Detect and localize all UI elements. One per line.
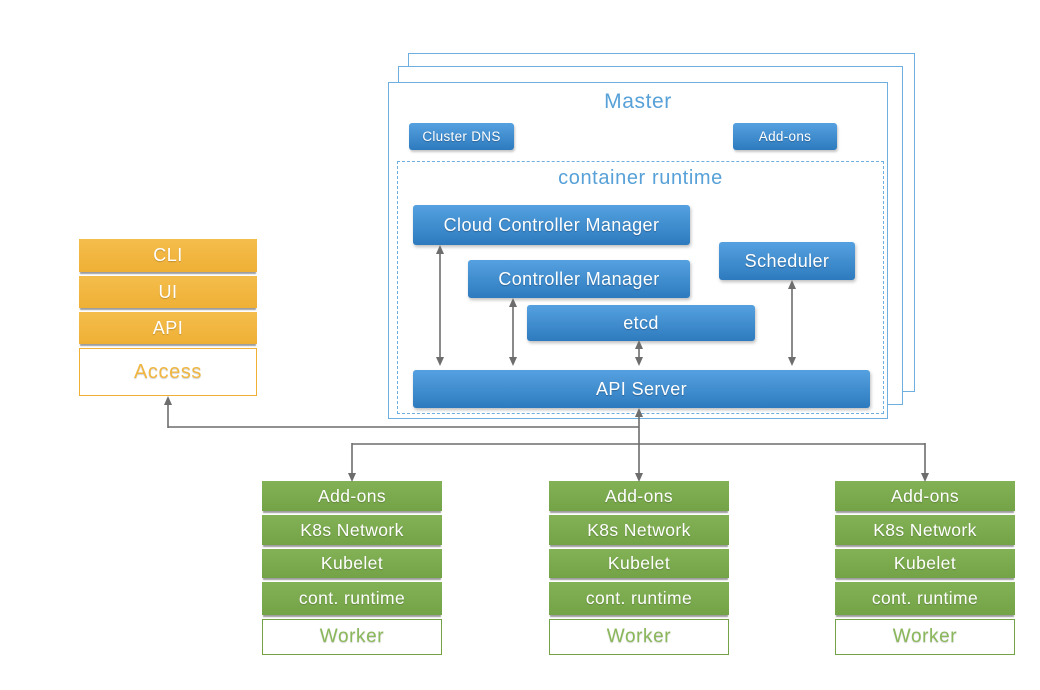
worker-node-1: Add-ons K8s Network Kubelet cont. runtim… [262,481,442,655]
access-item-api: API [79,312,257,344]
controller-manager-box: Controller Manager [468,260,690,298]
access-label-box: Access [79,348,257,396]
container-runtime-group: container runtime Cloud Controller Manag… [397,161,884,414]
arrow-apiserver-worker2 [635,408,643,482]
worker2-k8s-network: K8s Network [549,515,729,545]
etcd-box: etcd [527,305,755,341]
worker-node-3: Add-ons K8s Network Kubelet cont. runtim… [835,481,1015,655]
master-title: Master [604,90,672,113]
worker3-kubelet: Kubelet [835,549,1015,578]
api-server-box: API Server [413,370,870,408]
worker2-kubelet: Kubelet [549,549,729,578]
access-item-ui: UI [79,276,257,308]
master-node: Master Cluster DNS Add-ons container run… [388,82,888,419]
master-addons-box: Add-ons [733,123,837,150]
worker-node-2: Add-ons K8s Network Kubelet cont. runtim… [549,481,729,655]
cloud-controller-manager-box: Cloud Controller Manager [413,205,690,245]
worker3-addons: Add-ons [835,481,1015,511]
worker2-label-box: Worker [549,619,729,655]
worker1-kubelet: Kubelet [262,549,442,578]
worker1-k8s-network: K8s Network [262,515,442,545]
worker3-label-box: Worker [835,619,1015,655]
worker1-label-box: Worker [262,619,442,655]
worker3-cont-runtime: cont. runtime [835,582,1015,615]
worker1-addons: Add-ons [262,481,442,511]
worker3-k8s-network: K8s Network [835,515,1015,545]
worker1-cont-runtime: cont. runtime [262,582,442,615]
scheduler-box: Scheduler [719,242,855,280]
connector-apiserver-workers [348,443,929,482]
access-item-cli: CLI [79,239,257,272]
access-stack: CLI UI API Access [79,239,257,396]
worker2-addons: Add-ons [549,481,729,511]
worker2-cont-runtime: cont. runtime [549,582,729,615]
cluster-dns-box: Cluster DNS [409,123,514,150]
container-runtime-title: container runtime [558,167,723,189]
